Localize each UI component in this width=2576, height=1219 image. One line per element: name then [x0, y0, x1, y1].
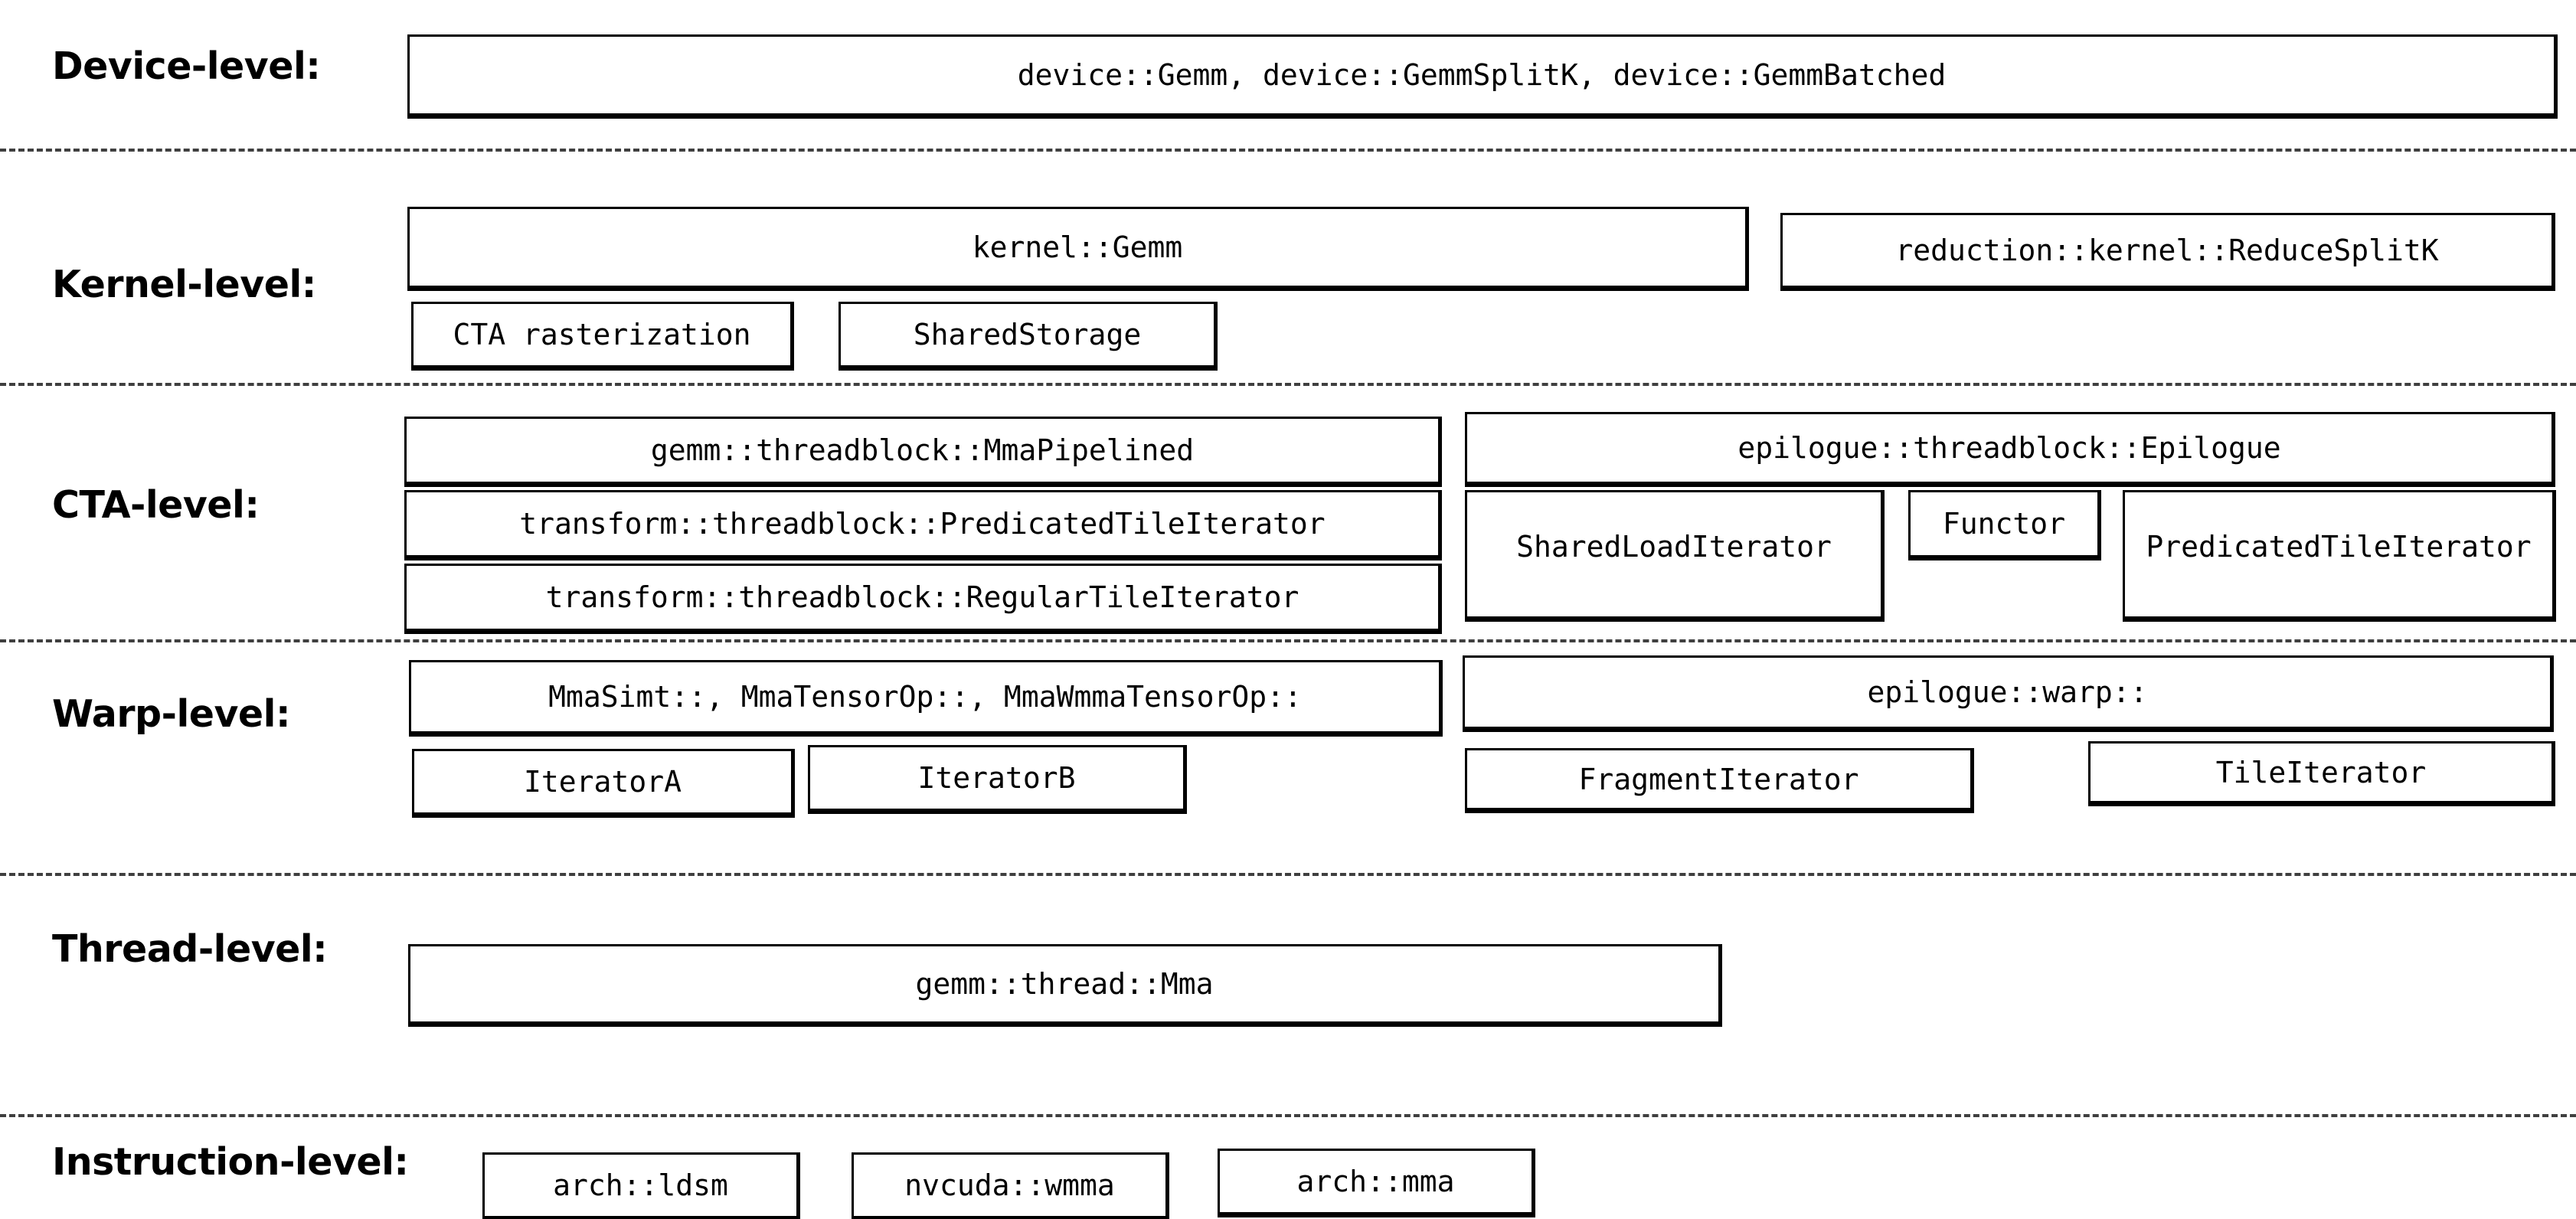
iterator-b-box[interactable]: IteratorB [808, 745, 1187, 814]
transform-threadblock-predicatedtileiterator-label: transform::threadblock::PredicatedTileIt… [519, 507, 1326, 541]
gemm-threadblock-mmapipelined-box[interactable]: gemm::threadblock::MmaPipelined [404, 417, 1442, 487]
cta-rasterization-box[interactable]: CTA rasterization [411, 302, 794, 371]
arch-ldsm-label: arch::ldsm [553, 1168, 728, 1202]
gemm-threadblock-mmapipelined-label: gemm::threadblock::MmaPipelined [650, 433, 1195, 467]
gemm-thread-mma-box[interactable]: gemm::thread::Mma [408, 944, 1722, 1027]
epilogue-threadblock-epilogue-box[interactable]: epilogue::threadblock::Epilogue [1465, 412, 2555, 487]
divider-warp-thread [0, 873, 2576, 876]
arch-mma-box[interactable]: arch::mma [1218, 1149, 1535, 1217]
transform-threadblock-regulartileiterator-box[interactable]: transform::threadblock::RegularTileItera… [404, 564, 1442, 634]
epilogue-warp-label: epilogue::warp:: [1867, 675, 2148, 709]
cta-rasterization-label: CTA rasterization [453, 318, 751, 351]
device-gemm-box[interactable]: device::Gemm, device::GemmSplitK, device… [407, 34, 2558, 119]
epilogue-threadblock-epilogue-label: epilogue::threadblock::Epilogue [1737, 431, 2281, 465]
kernel-gemm-label: kernel::Gemm [972, 230, 1183, 264]
kernel-gemm-box[interactable]: kernel::Gemm [407, 207, 1749, 291]
divider-thread-instruction [0, 1114, 2576, 1117]
level-label-thread: Thread-level: [52, 927, 328, 971]
gemm-thread-mma-label: gemm::thread::Mma [915, 967, 1214, 1001]
nvcuda-wmma-box[interactable]: nvcuda::wmma [852, 1152, 1169, 1219]
fragmentiterator-label: FragmentIterator [1578, 762, 1859, 796]
reduction-reduce-splitk-label: reduction::kernel::ReduceSplitK [1895, 234, 2439, 267]
transform-threadblock-predicatedtileiterator-box[interactable]: transform::threadblock::PredicatedTileIt… [404, 490, 1442, 560]
arch-mma-label: arch::mma [1296, 1165, 1455, 1198]
level-label-cta: CTA-level: [52, 483, 260, 527]
divider-device-kernel [0, 149, 2576, 152]
level-label-warp: Warp-level: [52, 692, 291, 736]
reduction-reduce-splitk-box[interactable]: reduction::kernel::ReduceSplitK [1780, 213, 2555, 291]
arch-ldsm-box[interactable]: arch::ldsm [482, 1152, 800, 1219]
shared-storage-box[interactable]: SharedStorage [839, 302, 1218, 371]
mma-warp-ops-box[interactable]: MmaSimt::, MmaTensorOp::, MmaWmmaTensorO… [409, 660, 1443, 737]
sharedloaditerator-box[interactable]: SharedLoadIterator [1465, 490, 1885, 622]
predicatedtileiterator-box[interactable]: PredicatedTileIterator [2123, 490, 2556, 622]
iterator-b-label: IteratorB [917, 761, 1076, 795]
mma-warp-ops-label: MmaSimt::, MmaTensorOp::, MmaWmmaTensorO… [548, 680, 1302, 714]
functor-box[interactable]: Functor [1908, 490, 2101, 560]
tileiterator-box[interactable]: TileIterator [2088, 741, 2555, 806]
transform-threadblock-regulartileiterator-label: transform::threadblock::RegularTileItera… [545, 580, 1299, 614]
fragmentiterator-box[interactable]: FragmentIterator [1465, 748, 1974, 813]
iterator-a-box[interactable]: IteratorA [412, 749, 795, 818]
sharedloaditerator-label: SharedLoadIterator [1516, 530, 1832, 564]
level-label-kernel: Kernel-level: [52, 263, 316, 306]
device-gemm-label: device::Gemm, device::GemmSplitK, device… [1017, 58, 1947, 92]
shared-storage-label: SharedStorage [913, 318, 1142, 351]
level-label-instruction: Instruction-level: [52, 1140, 409, 1184]
predicatedtileiterator-label: PredicatedTileIterator [2146, 530, 2532, 564]
divider-kernel-cta [0, 383, 2576, 386]
epilogue-warp-box[interactable]: epilogue::warp:: [1463, 655, 2554, 732]
tileiterator-label: TileIterator [2215, 755, 2427, 789]
functor-label: Functor [1942, 507, 2066, 541]
divider-cta-warp [0, 639, 2576, 642]
level-label-device: Device-level: [52, 44, 321, 88]
iterator-a-label: IteratorA [524, 765, 682, 799]
nvcuda-wmma-label: nvcuda::wmma [904, 1168, 1115, 1202]
